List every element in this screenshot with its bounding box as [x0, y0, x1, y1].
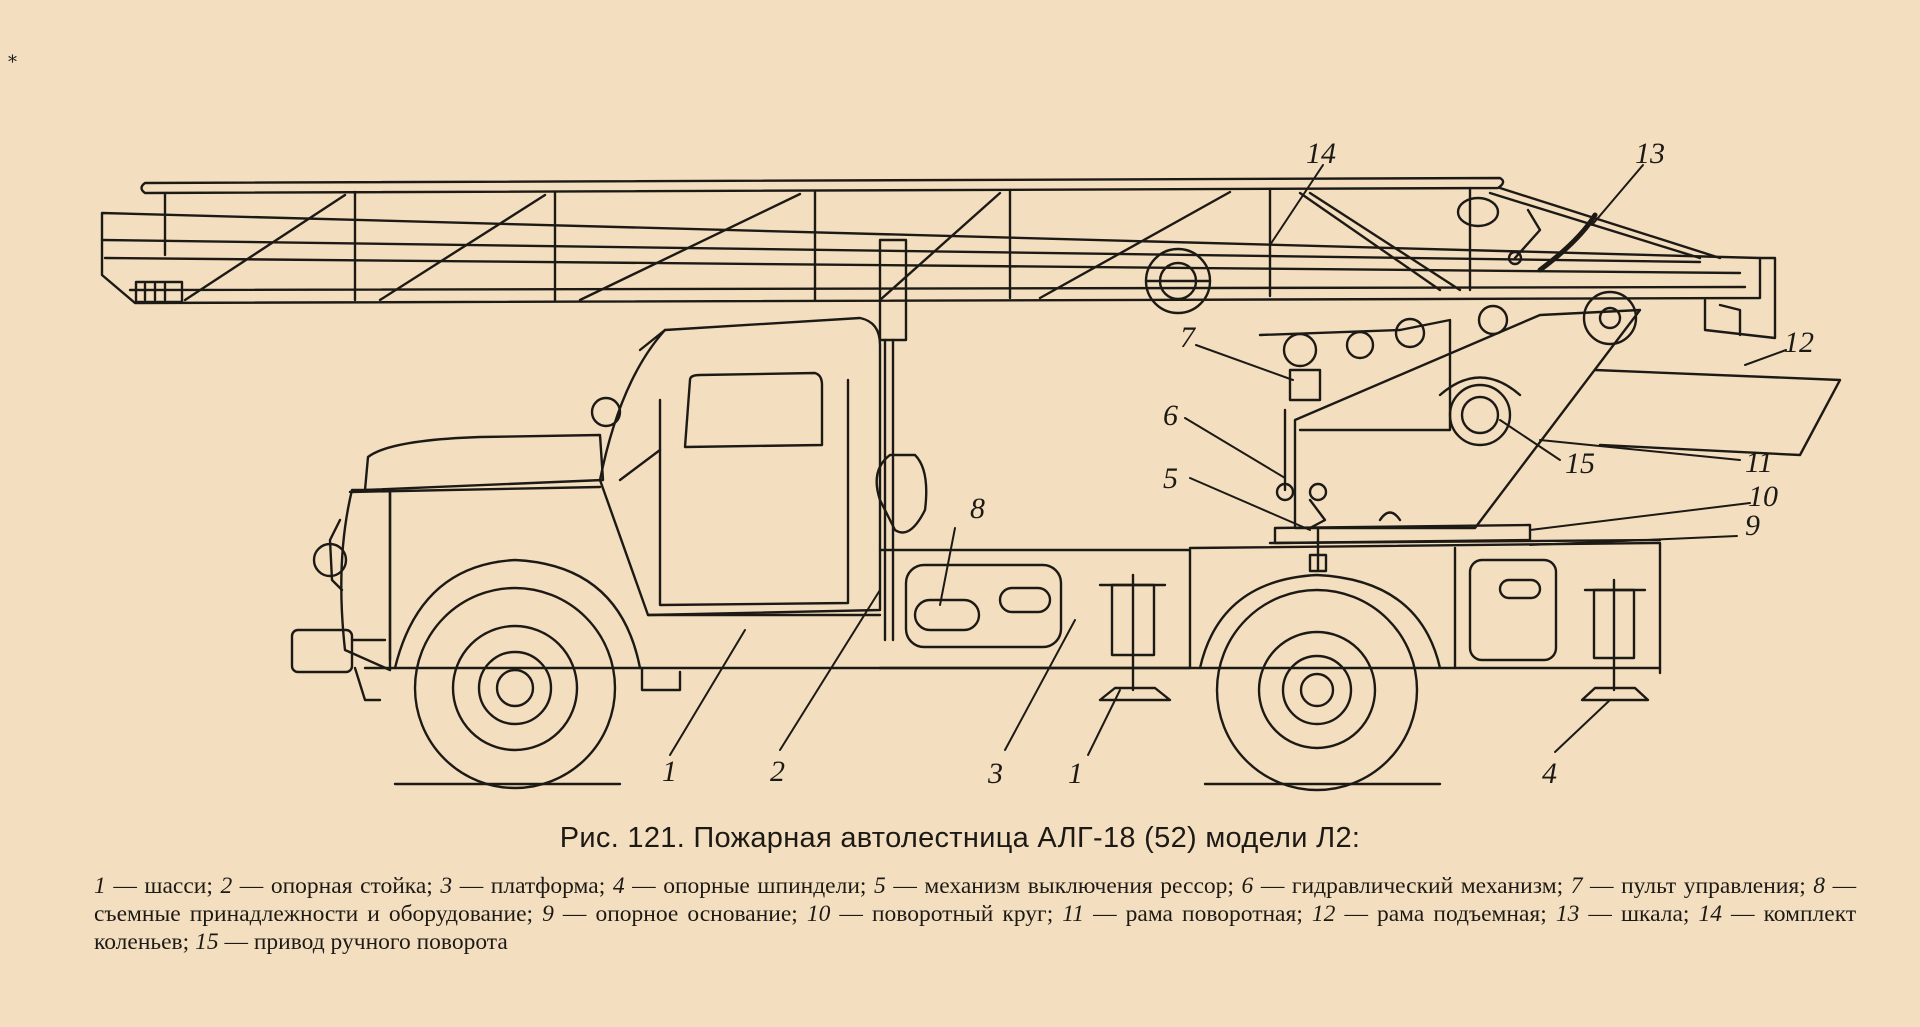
- legend-item-4: 4 — опорные шпиндели;: [612, 873, 875, 899]
- callout-13: 13: [1635, 137, 1665, 170]
- callout-12: 12: [1784, 326, 1814, 359]
- callout-6: 6: [1163, 399, 1178, 432]
- legend-item-3: 3 — платформа;: [440, 873, 613, 899]
- leader-lines: [669, 164, 1787, 756]
- callout-labels: 1 2 3 1 4 5 6 7 8 9 10 11 12 13 14 15: [662, 137, 1814, 790]
- callout-3: 3: [987, 757, 1003, 790]
- legend-item-14: 14 — комплект коленьев;: [94, 901, 1857, 955]
- legend-item-10: 10 — поворотный круг;: [806, 901, 1063, 927]
- legend-item-6: 6 — гидравлический механизм;: [1241, 873, 1571, 899]
- callout-8: 8: [970, 492, 985, 525]
- callout-15: 15: [1565, 447, 1595, 480]
- fire-ladder-truck-drawing: 1 2 3 1 4 5 6 7 8 9 10 11 12 13 14 15: [100, 137, 1842, 792]
- figure-caption: Рис. 121. Пожарная автолестница АЛГ-18 (…: [559, 822, 1361, 854]
- accessories-box: [904, 563, 1063, 649]
- callout-11: 11: [1745, 446, 1773, 479]
- figure-legend: 1 — шасси; 2 — опорная стойка; 3 — платф…: [94, 872, 1856, 956]
- truck-chassis: [290, 316, 1662, 792]
- callout-1-rear: 1: [1068, 757, 1083, 790]
- callout-10: 10: [1748, 480, 1778, 513]
- legend-item-15: 15 — привод ручного поворота: [195, 929, 508, 955]
- rotating-frame: [1258, 290, 1842, 530]
- rear-compartment-door: [1468, 558, 1558, 662]
- spring-lockout-mechanism: [1308, 526, 1328, 573]
- corner-asterisk: *: [8, 52, 17, 73]
- legend-item-7: 7 — пульт управления;: [1570, 873, 1814, 899]
- legend-item-5: 5 — механизм выключения рессор;: [874, 873, 1242, 899]
- outrigger-spindle-front: [1098, 573, 1172, 702]
- callout-7: 7: [1180, 321, 1197, 354]
- callout-5: 5: [1163, 462, 1178, 495]
- legend-item-1: 1 — шасси;: [94, 873, 221, 899]
- ladder-sections: [100, 176, 1777, 340]
- callout-4: 4: [1542, 757, 1557, 790]
- legend-item-11: 11 — рама поворотная;: [1062, 901, 1312, 927]
- legend-item-9: 9 — опорное основание;: [542, 901, 807, 927]
- callout-9: 9: [1745, 509, 1760, 542]
- legend-item-2: 2 — опорная стойка;: [220, 873, 441, 899]
- outrigger-spindle-rear: [1580, 578, 1650, 702]
- legend-item-12: 12 — рама подъемная;: [1311, 901, 1556, 927]
- callout-14: 14: [1306, 137, 1336, 170]
- callout-2: 2: [770, 755, 785, 788]
- support-post: [875, 238, 928, 642]
- turntable-and-base: [1268, 511, 1662, 545]
- hydraulic-mechanism: [1275, 408, 1328, 530]
- callout-1-front: 1: [662, 755, 677, 788]
- legend-item-8: 8 — съемные принадлежности и оборудовани…: [94, 873, 1857, 927]
- legend-item-13: 13 — шкала;: [1555, 901, 1699, 927]
